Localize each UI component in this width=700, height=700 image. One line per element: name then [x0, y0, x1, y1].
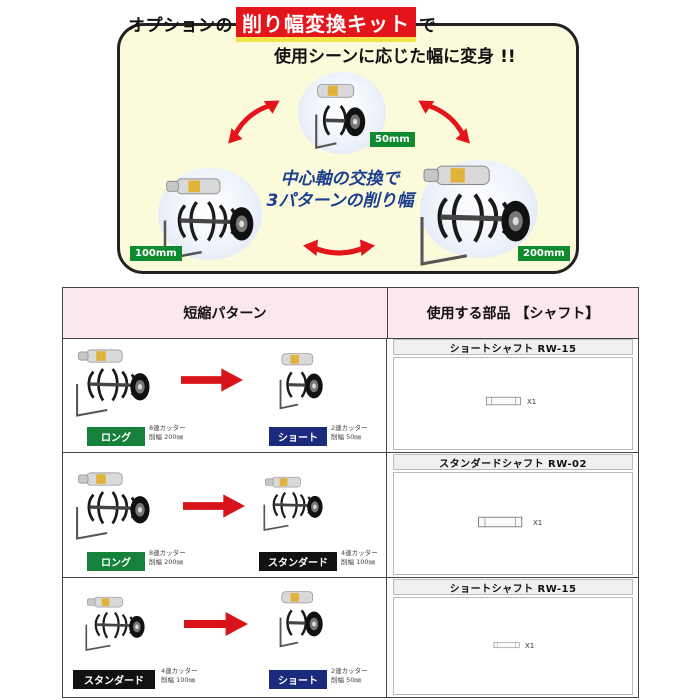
row-1-part-name: ショートシャフト RW-15 — [393, 339, 633, 355]
row-3-quantity: X1 — [525, 642, 535, 650]
row-1-quantity: X1 — [527, 398, 537, 406]
row-1-pattern-cell — [63, 339, 387, 452]
headline-emphasis: 削り幅変換キット — [236, 6, 416, 42]
row-2-to-tiller-image — [261, 468, 327, 538]
banner-headline: オプションの 削り幅変換キット で — [128, 6, 437, 42]
row-2-from-label: ロング — [87, 552, 145, 571]
row-3-from-spec-line2: 削幅 100㎜ — [161, 676, 195, 684]
row-2-part-name: スタンダードシャフト RW-02 — [393, 454, 633, 470]
tiller-50mm-image — [300, 80, 380, 152]
center-text-line2: 3パターンの削り幅 — [266, 191, 414, 211]
headline-suffix: で — [419, 15, 437, 36]
row-2-from-spec-line2: 削幅 200㎜ — [149, 558, 183, 566]
header-pattern: 短縮パターン — [63, 288, 388, 339]
label-200mm: 200mm — [518, 246, 570, 261]
row-2-from-spec-line1: 8連カッター — [149, 549, 186, 557]
row-3-to-spec: 2連カッター 削幅 50㎜ — [331, 667, 368, 685]
row-1-to-spec-line2: 削幅 50㎜ — [331, 433, 361, 441]
row-3-from-tiller-image — [83, 588, 149, 658]
row-3-from-label: スタンダード — [73, 670, 155, 689]
row-1-to-label: ショート — [269, 427, 327, 446]
row-2-arrow — [183, 494, 245, 518]
row-3-to-spec-line2: 削幅 50㎜ — [331, 676, 361, 684]
row-1-to-spec-line1: 2連カッター — [331, 424, 368, 432]
row-3-to-spec-line1: 2連カッター — [331, 667, 368, 675]
label-50mm: 50mm — [370, 132, 415, 147]
row-1-to-tiller-image — [273, 350, 329, 412]
row-1-from-spec-line2: 削幅 200㎜ — [149, 433, 183, 441]
row-3-to-tiller-image — [273, 588, 329, 650]
row-2-quantity: X1 — [533, 519, 543, 527]
row-2-to-label: スタンダード — [259, 552, 337, 571]
row-3-shaft-image — [493, 638, 521, 652]
row-3-part-name: ショートシャフト RW-15 — [393, 579, 633, 595]
row-1-to-spec: 2連カッター 削幅 50㎜ — [331, 424, 368, 442]
row-1-from-tiller-image — [73, 344, 155, 420]
row-2-to-spec-line1: 4連カッター — [341, 549, 378, 557]
row-2-shaft-image — [473, 514, 529, 530]
row-divider — [63, 577, 638, 578]
row-2-from-tiller-image — [73, 466, 155, 544]
row-1-from-label: ロング — [87, 427, 145, 446]
row-1-shaft-image — [485, 394, 523, 408]
banner-center-text: 中心軸の交換で 3パターンの削り幅 — [240, 168, 440, 212]
row-1-arrow — [181, 368, 243, 392]
center-text-line1: 中心軸の交換で — [280, 169, 400, 189]
row-3-arrow — [183, 612, 249, 636]
row-1-from-spec: 8連カッター 削幅 200㎜ — [149, 424, 186, 442]
conversion-table: 短縮パターン 使用する部品 【シャフト】 ロング 8連カッター 削幅 200㎜ … — [62, 287, 639, 698]
row-1-from-spec-line1: 8連カッター — [149, 424, 186, 432]
row-2-to-spec: 4連カッター 削幅 100㎜ — [341, 549, 378, 567]
label-100mm: 100mm — [130, 246, 182, 261]
row-3-from-spec-line1: 4連カッター — [161, 667, 198, 675]
row-3-from-spec: 4連カッター 削幅 100㎜ — [161, 667, 198, 685]
headline-prefix: オプションの — [128, 15, 233, 36]
row-2-pattern-cell — [63, 452, 387, 577]
swap-arrow-bottom — [296, 232, 382, 262]
row-2-to-spec-line2: 削幅 100㎜ — [341, 558, 375, 566]
row-3-to-label: ショート — [269, 670, 327, 689]
row-2-from-spec: 8連カッター 削幅 200㎜ — [149, 549, 186, 567]
row-3-pattern-cell — [63, 577, 387, 697]
header-parts: 使用する部品 【シャフト】 — [388, 288, 638, 339]
row-divider — [63, 452, 638, 453]
banner-subheadline: 使用シーンに応じた幅に変身 !! — [274, 47, 516, 67]
